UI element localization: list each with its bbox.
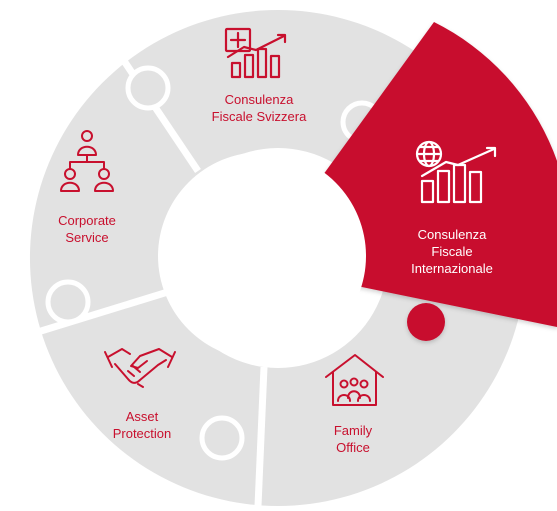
label-consulenza-fiscale-svizzera: Consulenza Fiscale Svizzera xyxy=(196,91,322,125)
segment-highlight xyxy=(323,22,557,341)
label-line: Family xyxy=(333,423,373,438)
segment-internazionale-knob xyxy=(407,303,445,341)
label-line: Asset xyxy=(125,409,159,424)
segment-internazionale-shape xyxy=(323,22,557,327)
label-line: Consulenza xyxy=(417,227,487,242)
label-line: Fiscale xyxy=(431,244,473,259)
divider-corporate-asset xyxy=(13,287,173,343)
divider-asset-family xyxy=(254,366,268,507)
label-line: Service xyxy=(65,230,109,245)
label-asset-protection: Asset Protection xyxy=(100,408,184,442)
label-line: Fiscale Svizzera xyxy=(211,109,307,124)
handshake-icon xyxy=(104,348,176,388)
label-line: Office xyxy=(336,440,370,455)
label-line: Corporate xyxy=(58,213,116,228)
center-hole xyxy=(158,152,366,360)
knob-top xyxy=(125,65,171,111)
label-line: Consulenza xyxy=(224,92,294,107)
label-consulenza-fiscale-internazionale: Consulenza Fiscale Internazionale xyxy=(392,226,512,277)
swiss-cross-growth-chart-icon xyxy=(224,27,287,79)
globe-growth-chart-icon xyxy=(415,140,497,204)
org-chart-icon xyxy=(60,130,114,192)
house-family-icon xyxy=(325,354,384,406)
knob-left xyxy=(45,279,91,325)
label-family-office: Family Office xyxy=(316,422,390,456)
label-line: Internazionale xyxy=(411,261,493,276)
label-line: Protection xyxy=(112,426,172,441)
label-corporate-service: Corporate Service xyxy=(46,212,128,246)
knob-bottom xyxy=(199,415,245,461)
